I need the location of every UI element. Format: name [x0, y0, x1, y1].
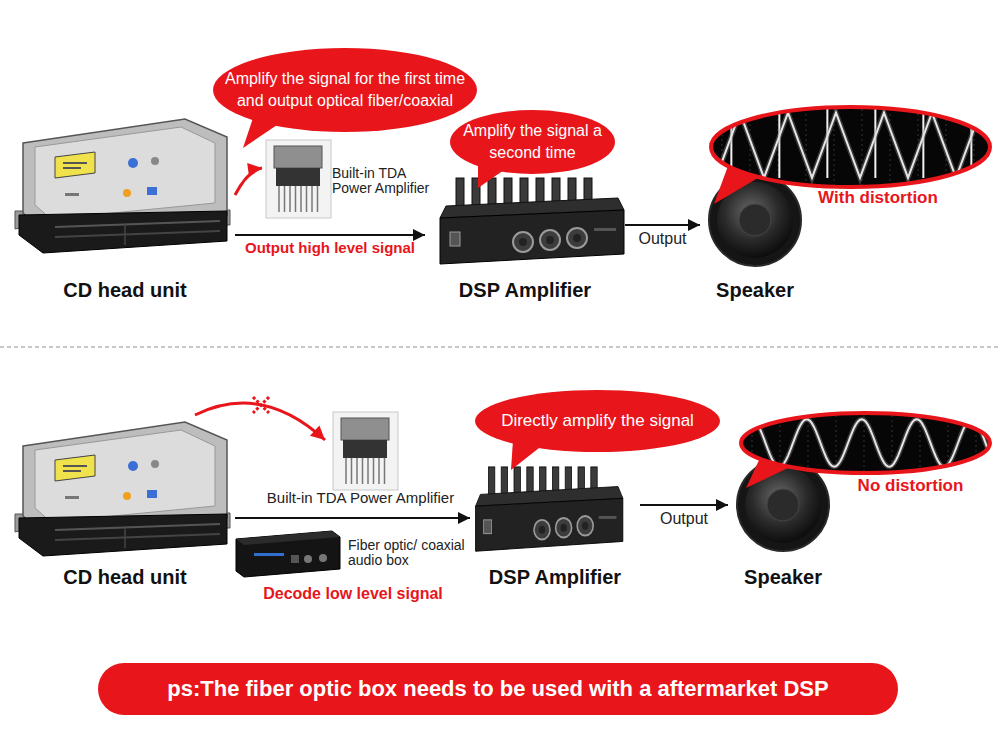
signal-note: Decode low level signal	[232, 584, 474, 603]
head-unit-illustration	[15, 119, 230, 253]
device-label: DSP Amplifier	[425, 278, 625, 302]
bubble-body	[475, 390, 720, 452]
connector	[640, 499, 728, 511]
head-unit-illustration	[15, 422, 230, 556]
device-label: DSP Amplifier	[470, 565, 640, 589]
component-label: Fiber optic/ coaxial audio box	[348, 538, 472, 568]
connector	[195, 403, 325, 440]
speech-bubble: Directly amplify the signal	[475, 390, 720, 452]
scope-border	[711, 107, 990, 187]
section-divider	[0, 346, 1000, 348]
speech-bubble: Amplify the signal for the first time an…	[213, 48, 477, 132]
edge-label: Output high level signal	[245, 239, 415, 257]
arrow-head	[688, 219, 700, 231]
wave-glow	[738, 419, 992, 467]
amplifier-chip-illustration	[266, 140, 331, 218]
scope-grid	[806, 104, 807, 190]
device-box: CD head unit	[15, 110, 235, 305]
connector-line	[640, 504, 728, 506]
note-banner: ps:The fiber optic box needs to be used …	[98, 663, 898, 715]
bubble-body	[213, 48, 477, 132]
speech-bubble-outline	[213, 48, 477, 132]
device-label: CD head unit	[15, 565, 235, 589]
arrow-head	[310, 425, 325, 440]
banner-body	[98, 663, 898, 715]
connector	[235, 163, 262, 195]
audio-box-illustration	[236, 531, 340, 577]
device-label: CD head unit	[15, 278, 235, 302]
scope-grid	[722, 104, 723, 190]
bubble-text: Directly amplify the signal	[483, 390, 712, 452]
connector	[235, 512, 470, 524]
connector	[625, 219, 700, 231]
connector-line	[235, 168, 262, 195]
device-label: Speaker	[700, 278, 810, 302]
waveform-bubble: No distortion	[738, 410, 993, 496]
amplifier-chip-illustration	[333, 412, 398, 490]
status-label: With distortion	[803, 188, 953, 208]
scope-grid	[890, 104, 891, 190]
connector-line	[195, 403, 325, 440]
device-box: DSP Amplifier	[470, 462, 640, 590]
edge-label: Output	[638, 229, 686, 248]
scope-grid	[974, 104, 975, 190]
device-box: CD head unit	[15, 415, 235, 593]
device-label: Speaker	[728, 565, 838, 589]
arrow-head	[458, 512, 470, 524]
scope-grid	[752, 410, 753, 476]
waveform	[738, 419, 992, 467]
cross-mark	[253, 397, 269, 413]
component-label: Built-in TDA Power Amplifier	[253, 490, 468, 505]
component-box: Built-in TDA Power Amplifier	[262, 138, 450, 220]
connector-line	[625, 224, 700, 226]
cross-mark	[253, 397, 269, 413]
scope-trace	[708, 104, 1000, 190]
edge-label: Output	[660, 509, 708, 528]
note-text: ps:The fiber optic box needs to be used …	[98, 663, 898, 715]
bubble-body	[450, 110, 615, 174]
component-box: Built-in TDA Power Amplifier	[325, 410, 470, 505]
amplifier-illustration	[476, 467, 623, 551]
scope-border	[741, 413, 990, 473]
box-logo	[254, 553, 284, 556]
box-port	[291, 555, 299, 563]
device-box: Speaker	[728, 452, 838, 590]
scope-grid	[976, 410, 977, 476]
component-box: Fiber optic/ coaxial audio boxDecode low…	[232, 528, 474, 606]
speaker-illustration	[737, 459, 829, 551]
arrow-head	[716, 499, 728, 511]
bubble-text: Amplify the signal a second time	[460, 110, 605, 174]
box-body	[236, 531, 340, 577]
connector-line	[235, 517, 470, 519]
box-top	[236, 531, 340, 545]
arrow-head	[247, 163, 262, 177]
status-label: No distortion	[843, 476, 978, 496]
box-connector	[319, 554, 327, 562]
bubble-text: Amplify the signal for the first time an…	[223, 48, 467, 132]
device-box: DSP Amplifier	[425, 175, 625, 305]
component-label: Built-in TDA Power Amplifier	[332, 166, 447, 196]
speech-bubble: Amplify the signal a second time	[450, 110, 615, 174]
device-box: Speaker	[700, 168, 810, 305]
speech-bubble-outline	[450, 110, 615, 174]
amplifier-illustration	[440, 178, 624, 264]
waveform-bubble: With distortion	[708, 104, 993, 210]
scope-trace	[738, 410, 992, 476]
box-connector	[304, 555, 312, 563]
connector-line	[235, 234, 425, 236]
